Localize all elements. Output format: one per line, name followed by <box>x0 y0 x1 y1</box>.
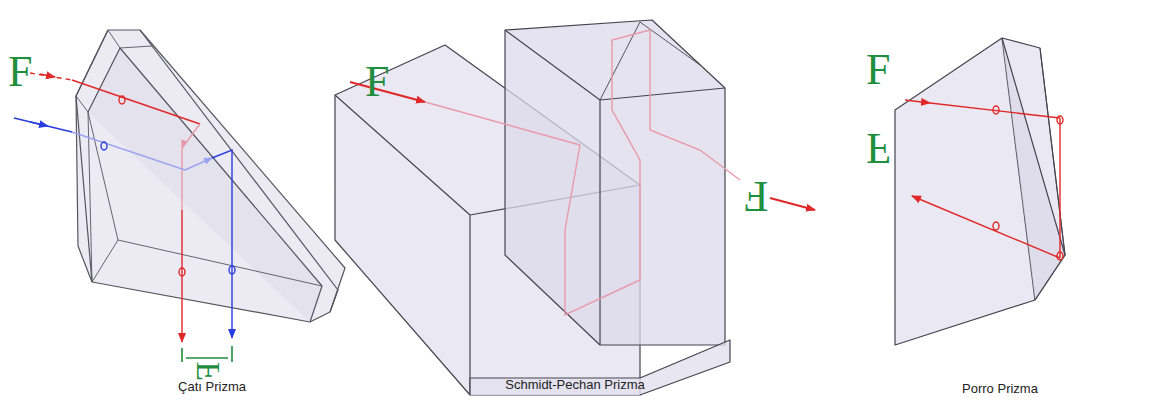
light-rays <box>14 73 235 362</box>
prism-caption: Çatı Prizma <box>178 380 246 393</box>
image-letter: F <box>744 174 768 218</box>
image-letter: F <box>866 48 890 92</box>
image-letter: F <box>8 50 32 94</box>
prism-caption: Schmidt-Pechan Prizma <box>505 378 644 391</box>
light-rays <box>350 30 815 315</box>
porro-prism <box>895 38 1065 345</box>
image-letter: F <box>191 362 225 381</box>
prism-caption: Porro Prizma <box>962 382 1038 395</box>
image-letter: F <box>866 126 890 170</box>
roof-prism <box>76 30 345 322</box>
schmidt-pechan-prism <box>335 20 730 395</box>
light-rays <box>905 100 1063 260</box>
image-letter: F <box>365 60 389 104</box>
